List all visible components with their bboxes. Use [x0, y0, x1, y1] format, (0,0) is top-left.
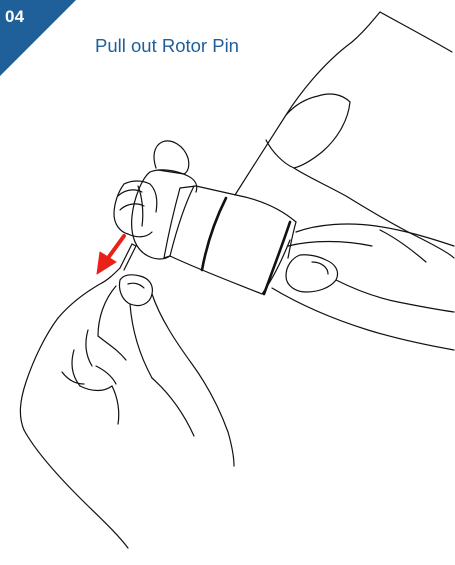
lower-hand-drawing: [20, 268, 234, 548]
upper-hand-drawing: [235, 12, 454, 350]
rotor-pin-drawing: [120, 244, 136, 270]
rotor-cylinder-drawing: [164, 186, 296, 294]
rotor-cap-drawing: [114, 141, 197, 259]
